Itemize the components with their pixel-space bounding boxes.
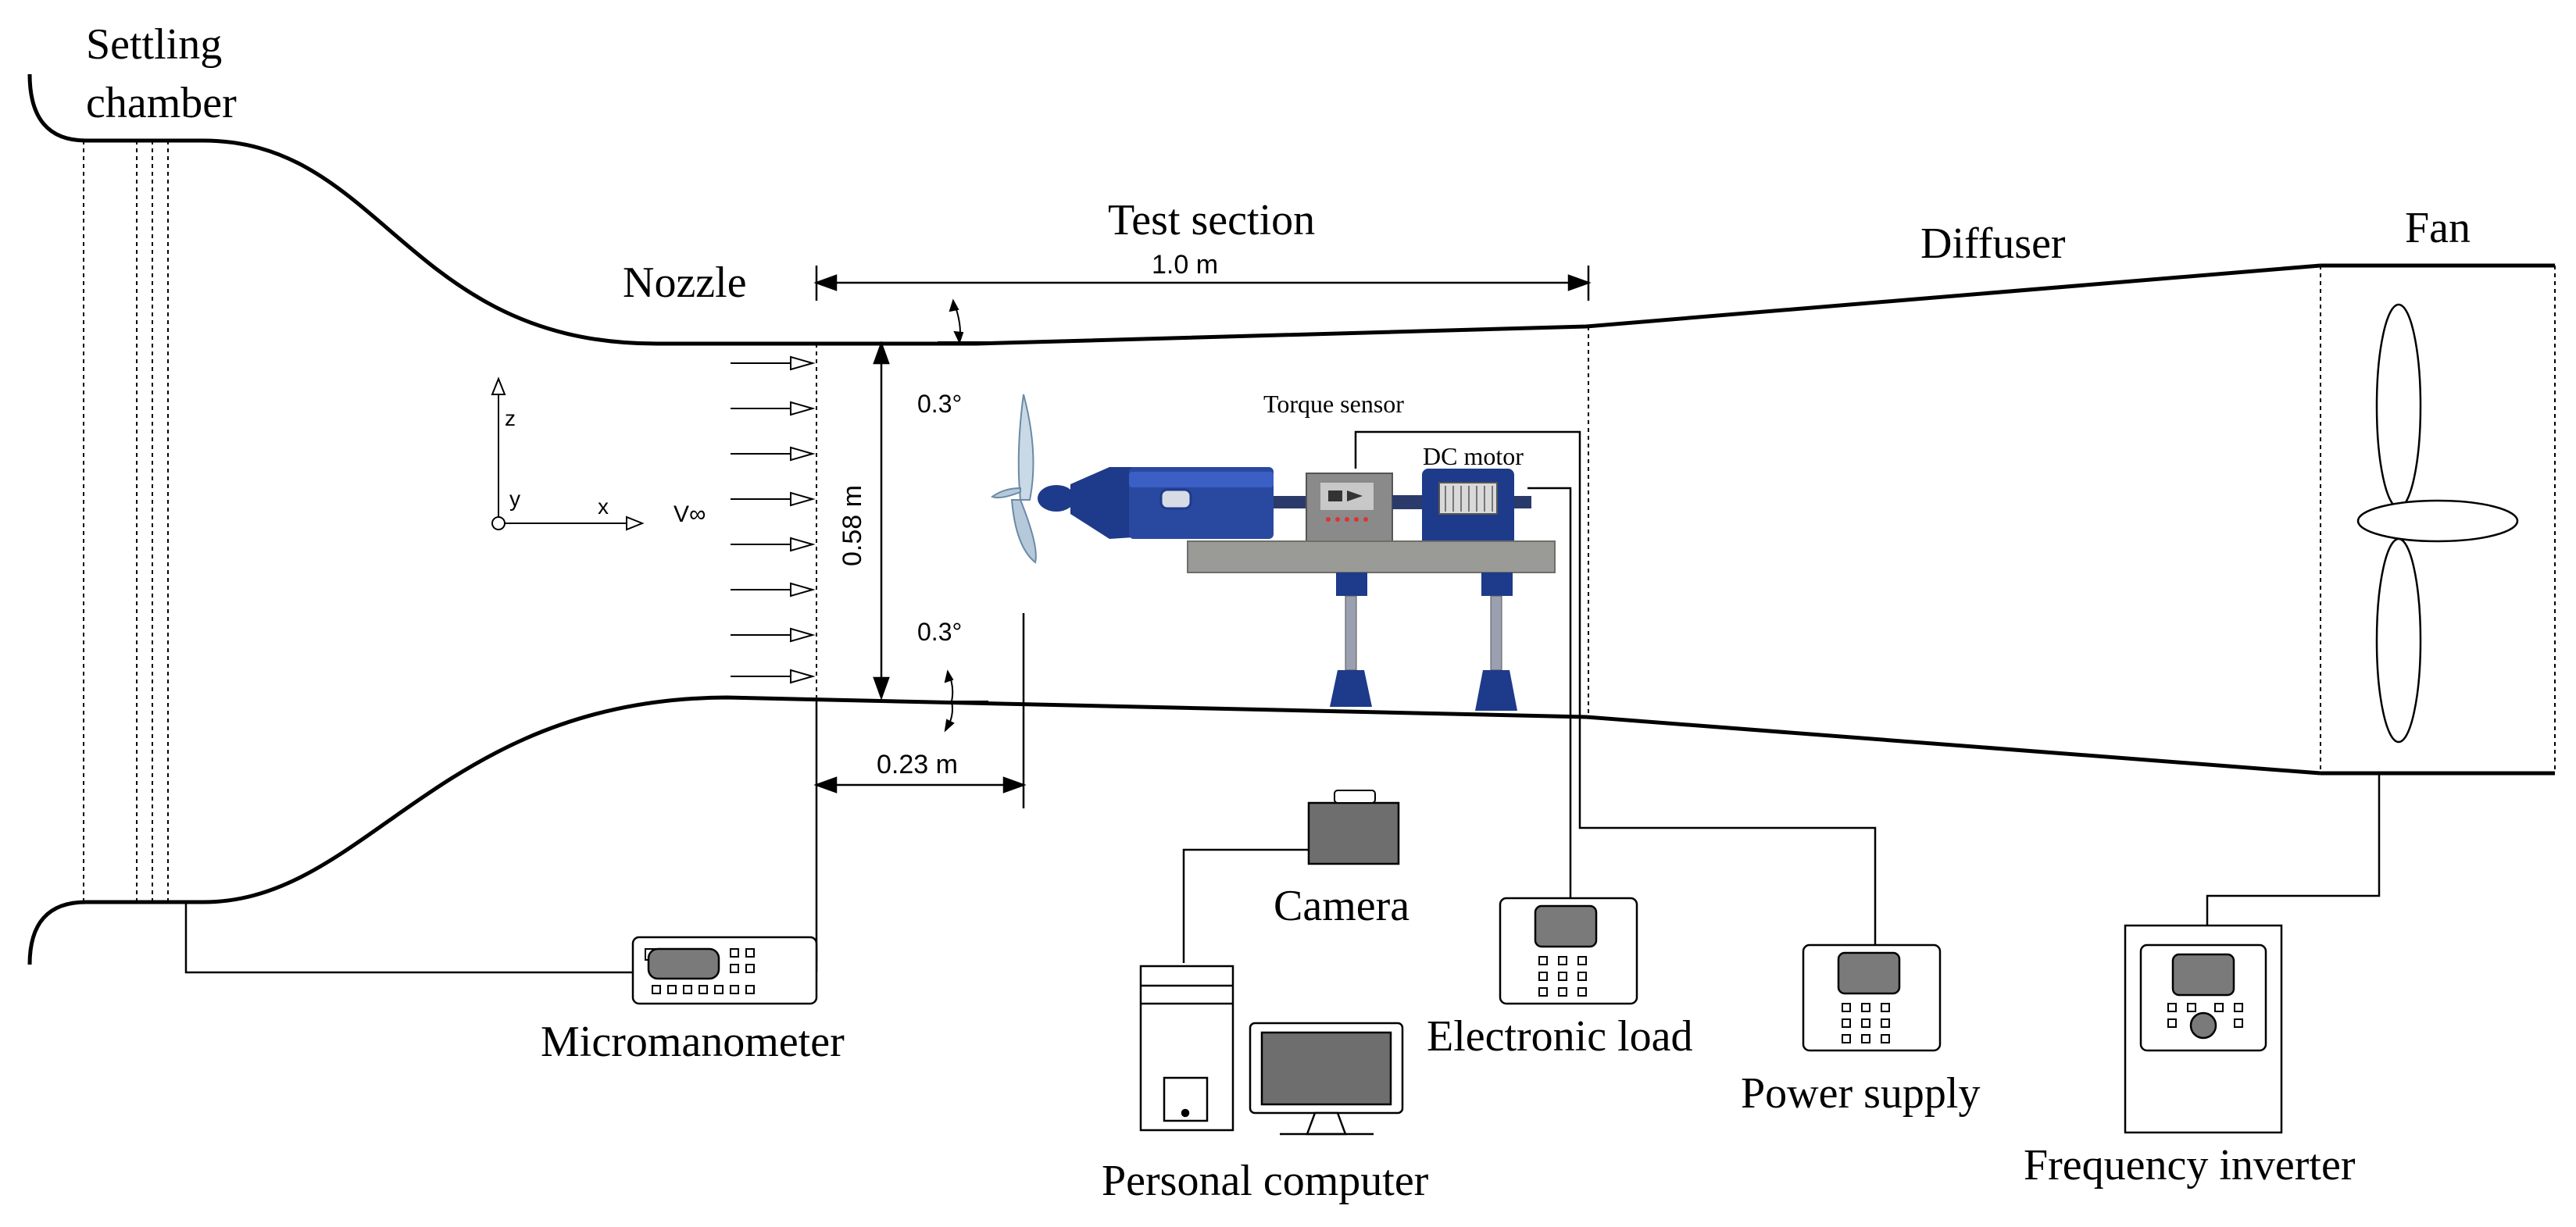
inflow-arrow-head — [790, 582, 816, 597]
height-dimension-label: 0.58 m — [838, 485, 867, 566]
tunnel-walls — [27, 73, 2555, 965]
settling-screens — [83, 141, 169, 902]
dc-motor — [1422, 469, 1531, 547]
inflow-arrow-head — [790, 627, 816, 643]
shaft — [1274, 496, 1311, 508]
personal-computer-label: Personal computer — [1102, 1157, 1429, 1205]
dimension-offset — [813, 613, 1027, 808]
nacelle-window — [1159, 488, 1192, 510]
coordinate-axes — [491, 376, 645, 531]
micromanometer-device — [631, 936, 818, 1005]
inflow-arrow-head — [790, 669, 816, 684]
turbine-model — [990, 394, 1556, 711]
upper-wall — [27, 73, 2321, 346]
z-axis-label: z — [505, 406, 516, 430]
fan-unit — [2320, 266, 2556, 773]
computer-tower — [1139, 965, 1234, 1132]
freestream-label: V∞ — [673, 501, 706, 527]
computer-monitor — [1249, 1022, 1404, 1136]
camera-label: Camera — [1274, 882, 1409, 930]
nozzle-label: Nozzle — [623, 259, 747, 307]
frequency-inverter-device — [2124, 924, 2283, 1134]
inflow-arrow-head — [790, 446, 816, 462]
lower-wall — [27, 695, 2321, 965]
y-axis-label: y — [509, 487, 520, 511]
camera-device — [1307, 790, 1400, 865]
test-section-label: Test section — [1108, 196, 1315, 244]
rotor-blades — [990, 394, 1037, 564]
electronic-load-label: Electronic load — [1427, 1012, 1693, 1061]
dimension-length — [813, 266, 1592, 301]
nacelle-cone — [1070, 467, 1133, 539]
nacelle-highlight — [1129, 472, 1274, 487]
diffuser-label: Diffuser — [1920, 219, 2066, 268]
fan-label: Fan — [2405, 204, 2471, 252]
torque-sensor-label: Torque sensor — [1263, 390, 1404, 418]
inflow-arrow-head — [790, 537, 816, 552]
inflow-arrow-head — [790, 355, 816, 371]
bottom-angle-label: 0.3° — [917, 618, 962, 646]
dimension-height — [873, 341, 890, 701]
coupling — [1392, 495, 1422, 509]
angle-marker-bottom — [938, 669, 988, 733]
x-axis-label: x — [598, 494, 609, 519]
offset-dimension-label: 0.23 m — [877, 750, 958, 779]
frequency-inverter-label: Frequency inverter — [2024, 1141, 2356, 1190]
power-supply-device — [1802, 943, 1942, 1052]
fan-blade-bottom — [2375, 537, 2422, 744]
inflow-arrows — [731, 355, 816, 684]
settling-chamber-label: Settling — [86, 20, 222, 69]
fan-blade-top — [2375, 303, 2422, 509]
top-angle-label: 0.3° — [917, 390, 962, 418]
support-columns — [1330, 572, 1517, 711]
settling-chamber-label-2: chamber — [86, 79, 237, 127]
dc-motor-label: DC motor — [1423, 442, 1524, 470]
micromanometer-label: Micromanometer — [541, 1018, 845, 1066]
inflow-arrow-head — [790, 401, 816, 416]
fan-hub — [2356, 499, 2519, 543]
angle-marker-top — [938, 298, 988, 344]
electronic-load-device — [1499, 897, 1638, 1005]
length-dimension-label: 1.0 m — [1152, 250, 1218, 280]
section-boundaries — [816, 326, 1589, 717]
power-supply-label: Power supply — [1741, 1069, 1980, 1118]
rotor-hub — [1038, 485, 1075, 512]
base-plate — [1187, 540, 1556, 573]
torque-sensor — [1306, 473, 1393, 544]
inflow-arrow-head — [790, 491, 816, 507]
